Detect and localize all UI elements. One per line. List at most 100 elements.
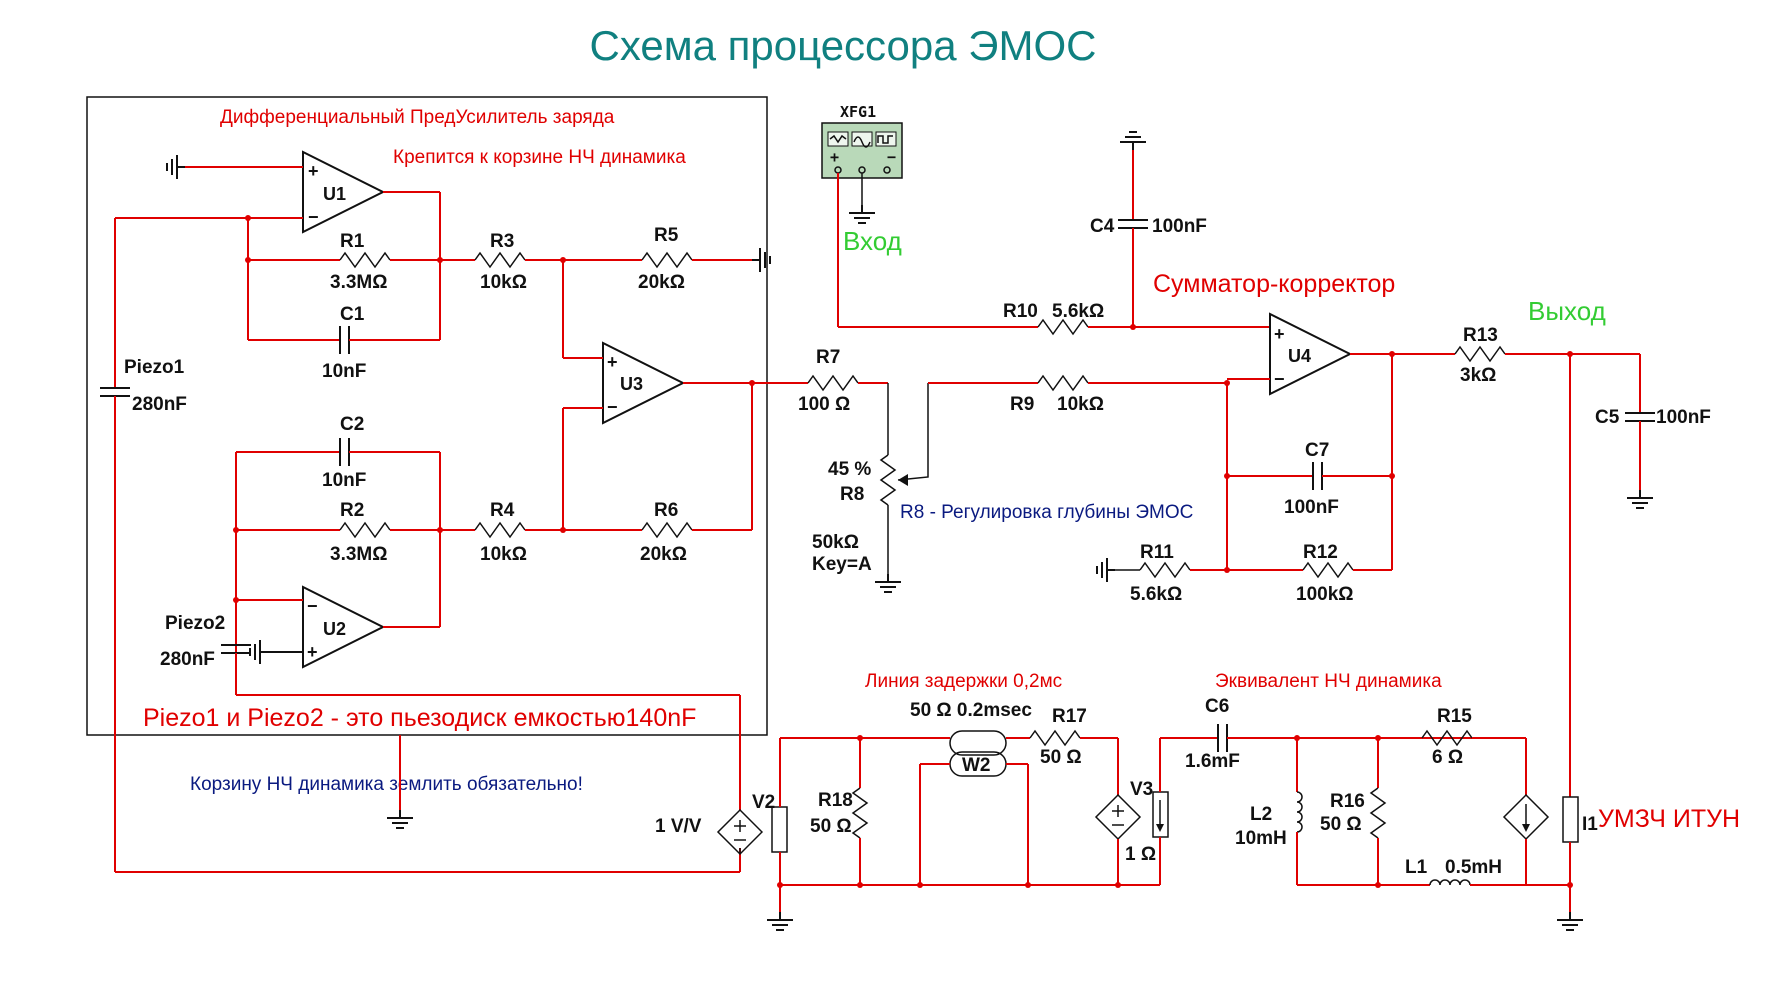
svg-text:−: − xyxy=(308,207,319,227)
resistor-r17 xyxy=(1029,730,1081,746)
svg-text:50 Ω 0.2msec: 50 Ω 0.2msec xyxy=(910,700,1032,721)
svg-text:−: − xyxy=(607,397,618,417)
capacitor-c6 xyxy=(1217,723,1228,753)
svg-text:L1: L1 xyxy=(1405,857,1428,878)
svg-text:6 Ω: 6 Ω xyxy=(1432,747,1463,768)
label-speaker: Эквивалент НЧ динамика xyxy=(1215,671,1442,692)
svg-text:R2: R2 xyxy=(340,500,364,521)
svg-text:Piezo1: Piezo1 xyxy=(124,357,185,378)
svg-text:C5: C5 xyxy=(1595,407,1620,428)
junctions xyxy=(233,215,1573,888)
svg-text:50 Ω: 50 Ω xyxy=(1040,747,1082,768)
note-mount: Крепится к корзине НЧ динамика xyxy=(393,147,686,168)
transmission-line-w2: W2 xyxy=(949,730,1007,777)
svg-text:V2: V2 xyxy=(752,792,775,813)
resistor-r13 xyxy=(1454,346,1506,362)
resistor-r9 xyxy=(1037,375,1089,391)
capacitor-c5 xyxy=(1624,412,1656,422)
svg-text:100 Ω: 100 Ω xyxy=(798,394,850,415)
svg-text:R6: R6 xyxy=(654,500,678,521)
resistor-r16 xyxy=(1370,787,1386,839)
svg-text:V3: V3 xyxy=(1130,779,1153,800)
svg-text:3kΩ: 3kΩ xyxy=(1460,365,1496,386)
svg-text:C4: C4 xyxy=(1090,216,1115,237)
resistor-r1 xyxy=(339,252,391,268)
svg-text:R12: R12 xyxy=(1303,542,1338,563)
svg-text:20kΩ: 20kΩ xyxy=(640,544,687,565)
opamp-u3: U3 + − xyxy=(602,342,684,424)
label-summator: Сумматор-корректор xyxy=(1153,270,1395,298)
ground-symbol-enclosure xyxy=(386,809,414,829)
svg-text:−: − xyxy=(887,148,896,166)
svg-text:U4: U4 xyxy=(1288,346,1311,366)
svg-text:Piezo2: Piezo2 xyxy=(165,613,225,634)
ground-symbol-u2 xyxy=(249,639,269,665)
label-delay: Линия задержки 0,2мс xyxy=(865,671,1062,692)
inductor-l1 xyxy=(1429,879,1471,886)
svg-text:1.6mF: 1.6mF xyxy=(1185,751,1240,772)
svg-text:R11: R11 xyxy=(1140,542,1174,563)
svg-text:C2: C2 xyxy=(340,414,364,435)
ground-symbol-c4 xyxy=(1119,131,1147,151)
svg-text:1 V/V: 1 V/V xyxy=(655,816,702,837)
svg-text:R1: R1 xyxy=(340,231,365,252)
svg-text:R9: R9 xyxy=(1010,394,1034,415)
resistor-r7 xyxy=(807,375,859,391)
svg-text:R8: R8 xyxy=(840,484,864,505)
svg-text:Key=A: Key=A xyxy=(812,554,872,575)
ground-symbol-u1 xyxy=(166,154,186,180)
svg-text:280nF: 280nF xyxy=(160,649,215,670)
capacitor-c7 xyxy=(1312,461,1323,491)
capacitor-c2 xyxy=(339,437,350,467)
vcvs-v2: V2 1 V/V xyxy=(655,792,788,856)
page-title: Схема процессора ЭМОС xyxy=(590,22,1097,69)
note-piezo: Piezo1 и Piezo2 - это пьезодиск емкостью… xyxy=(143,704,696,732)
svg-text:20kΩ: 20kΩ xyxy=(638,272,685,293)
svg-text:R17: R17 xyxy=(1052,706,1087,727)
svg-text:3.3MΩ: 3.3MΩ xyxy=(330,544,387,565)
svg-text:R16: R16 xyxy=(1330,791,1365,812)
svg-text:50 Ω: 50 Ω xyxy=(1320,814,1362,835)
ground-symbol-r8 xyxy=(874,573,902,593)
resistor-r18 xyxy=(852,787,868,839)
svg-text:0.5mH: 0.5mH xyxy=(1445,857,1502,878)
opamp-u1: U1 + − xyxy=(302,151,384,233)
resistor-r11 xyxy=(1139,562,1191,578)
ground-symbol-i1 xyxy=(1556,911,1584,931)
svg-text:R4: R4 xyxy=(490,500,515,521)
svg-text:XFG1: XFG1 xyxy=(840,103,876,121)
function-generator-xfg1: XFG1 + − xyxy=(821,103,903,179)
svg-text:+: + xyxy=(830,148,839,166)
svg-text:C6: C6 xyxy=(1205,696,1229,717)
svg-text:100nF: 100nF xyxy=(1152,216,1207,237)
svg-text:10nF: 10nF xyxy=(322,361,366,382)
note-r8-desc: R8 - Регулировка глубины ЭМОС xyxy=(900,502,1193,523)
capacitor-c4 xyxy=(1117,219,1149,229)
svg-text:R13: R13 xyxy=(1463,325,1498,346)
svg-text:10kΩ: 10kΩ xyxy=(1057,394,1104,415)
svg-text:C7: C7 xyxy=(1305,440,1329,461)
svg-text:5.6kΩ: 5.6kΩ xyxy=(1052,301,1104,322)
opamp-u2: U2 − + xyxy=(302,586,384,668)
capacitor-c1 xyxy=(339,325,350,355)
preamp-enclosure xyxy=(86,96,768,736)
svg-text:I1: I1 xyxy=(1582,814,1598,835)
svg-text:100kΩ: 100kΩ xyxy=(1296,584,1354,605)
svg-text:R5: R5 xyxy=(654,225,679,246)
svg-text:100nF: 100nF xyxy=(1284,497,1339,518)
resistor-r3 xyxy=(474,252,526,268)
label-amp: УМЗЧ ИТУН xyxy=(1598,805,1740,833)
ground-symbol-v2 xyxy=(766,911,794,931)
svg-text:R15: R15 xyxy=(1437,706,1472,727)
svg-text:+: + xyxy=(607,352,618,372)
capacitor-piezo1 xyxy=(99,387,131,397)
inductor-l2 xyxy=(1296,791,1303,833)
ground-symbol-xfg1 xyxy=(848,204,876,224)
resistor-r2 xyxy=(339,522,391,538)
svg-text:280nF: 280nF xyxy=(132,394,187,415)
svg-text:10kΩ: 10kΩ xyxy=(480,272,527,293)
vcvs-v3: V3 1 Ω xyxy=(1094,779,1169,865)
svg-text:R7: R7 xyxy=(816,347,840,368)
svg-text:W2: W2 xyxy=(962,755,991,776)
svg-text:+: + xyxy=(1274,324,1285,344)
